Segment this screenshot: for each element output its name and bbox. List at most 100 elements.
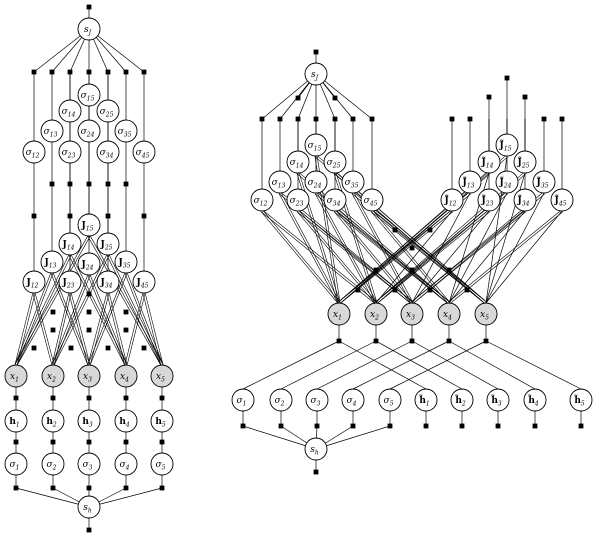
factor-node	[31, 345, 37, 351]
edge-double	[87, 236, 162, 366]
factor-node	[31, 213, 37, 219]
edge-double	[16, 293, 36, 366]
factor-node	[13, 439, 19, 445]
left-h-node-circle	[150, 409, 174, 433]
left-bottom-node: sh	[77, 495, 101, 519]
factor-node	[141, 345, 147, 351]
edge	[485, 340, 582, 390]
factor-node	[86, 291, 92, 297]
edge	[375, 340, 463, 390]
right-jt-pair-node: J̃13	[458, 170, 482, 194]
factor-node	[123, 181, 129, 187]
left-sigma-pair-node-circle	[58, 140, 82, 164]
right-sigma-pair-node: σ34	[323, 188, 347, 212]
left-j-pair-node-circle	[96, 270, 120, 294]
factor-node	[105, 213, 111, 219]
right-jt-pair-node-circle	[532, 170, 556, 194]
factor-node	[67, 213, 73, 219]
factor-node	[295, 116, 301, 122]
right-ht-node-circle	[486, 388, 510, 412]
right-sigma-pair-node-label: σ12	[254, 196, 268, 208]
left-sigma-pair-node-label: σ25	[100, 107, 114, 119]
left-j-pair-node-label: J12	[26, 278, 39, 290]
factor-node	[495, 423, 501, 429]
left-h-node-label: h5	[155, 417, 166, 429]
edge-double	[260, 211, 339, 304]
factor-node	[486, 94, 492, 100]
edge-double	[144, 292, 164, 365]
left-j-pair-node-circle	[77, 252, 101, 276]
right-sigma-pair-node: σ45	[360, 188, 384, 212]
factor-node	[86, 4, 92, 10]
factor-node	[313, 49, 319, 55]
right-jt-pair-node: J̃25	[513, 150, 537, 174]
right-jt-pair-node-label: J̃24	[499, 176, 512, 189]
left-j-pair-node-label: J45	[136, 278, 149, 290]
right-sigma-pair-node: σ13	[268, 170, 292, 194]
right-jt-pair-node-circle	[477, 188, 501, 212]
right-x-node-circle	[400, 302, 424, 326]
left-h-node: h5	[150, 409, 174, 433]
right-sigma-pair-node-circle	[304, 133, 328, 157]
right-jt-pair-node-label: J̃23	[481, 194, 494, 207]
right-ht-node: h̃2	[450, 388, 474, 412]
right-sigma-pair-node-label: σ13	[272, 178, 286, 190]
left-sigma-pair-node: σ34	[96, 140, 120, 164]
factor-node	[123, 395, 129, 401]
left-x-node: x4	[114, 364, 138, 388]
left-j-pair-node-circle	[132, 270, 156, 294]
factor-node	[49, 181, 55, 187]
edge	[261, 73, 317, 120]
factor-node	[446, 338, 452, 344]
edge-double	[335, 171, 487, 303]
right-ht-node: h̃5	[569, 388, 593, 412]
factor-node	[313, 116, 319, 122]
left-h-node-circle	[4, 409, 28, 433]
edge-double	[351, 193, 412, 304]
right-top-node-label: sJ	[311, 70, 319, 82]
factor-node	[459, 423, 465, 429]
right-sigma-node-label: σ1	[237, 396, 247, 408]
edge-double	[89, 293, 110, 366]
right-jt-pair-node-label: J̃15	[499, 139, 512, 152]
right-jt-pair-node-label: J̃45	[554, 194, 567, 207]
factor-node	[336, 338, 342, 344]
factor-node	[392, 287, 398, 293]
factor-node	[240, 423, 246, 429]
edge	[448, 210, 526, 304]
left-h-node: h4	[114, 409, 138, 433]
edge-double	[16, 255, 72, 366]
factor-node	[332, 95, 338, 101]
nodes-layer: sJσ12σ13σ14σ15σ23σ24σ25σ34σ35σ45J12J13J1…	[4, 17, 593, 519]
left-j-pair-node-label: J25	[100, 240, 113, 252]
left-h-node-circle	[41, 409, 65, 433]
edge-double	[14, 292, 34, 365]
right-jt-pair-node-circle	[477, 150, 501, 174]
factor-node	[427, 227, 433, 233]
right-ht-node-circle	[450, 388, 474, 412]
left-sigma-pair-node-circle	[58, 99, 82, 123]
edge-double	[14, 254, 70, 365]
right-x-node-label: x3	[406, 310, 415, 322]
left-j-pair-node: J14	[58, 232, 82, 256]
left-j-pair-node-label: J24	[81, 260, 94, 272]
factor-node	[387, 423, 393, 429]
right-x-node-label: x2	[370, 310, 379, 322]
edge-double	[32, 293, 53, 366]
edge-double	[412, 193, 545, 305]
left-x-node-circle	[150, 364, 174, 388]
right-jt-pair-node: J̃12	[440, 188, 464, 212]
left-j-pair-node-circle	[40, 250, 64, 274]
right-top-node: sJ	[304, 62, 328, 86]
right-bottom-node-label: sh	[310, 445, 319, 457]
right-ht-node: h̃1	[414, 388, 438, 412]
left-sigma-pair-node-circle	[132, 140, 156, 164]
right-jt-pair-node-circle	[513, 150, 537, 174]
left-sigma-node: σ5	[150, 452, 174, 476]
left-x-node-label: x2	[47, 372, 56, 384]
right-ht-node-label: h̃2	[455, 394, 466, 407]
right-sigma-node-label: σ2	[275, 396, 285, 408]
edge-double	[108, 254, 164, 365]
left-sigma-pair-node-label: σ15	[81, 91, 95, 103]
right-x-node-label: x1	[333, 310, 342, 322]
